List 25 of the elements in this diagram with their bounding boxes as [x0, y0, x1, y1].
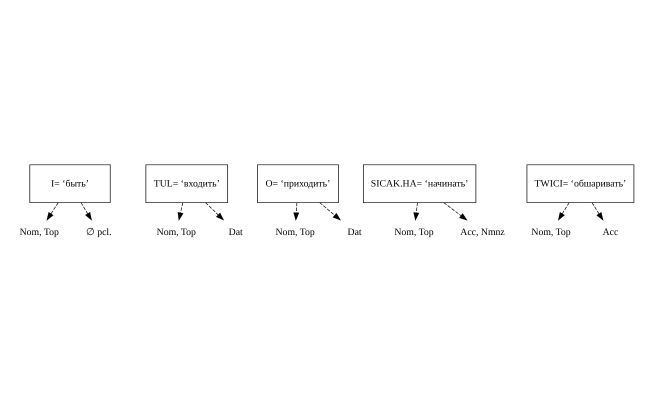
node-text: Nom, Top: [276, 227, 315, 238]
node-box: TWICI= ‘обшаривать’: [526, 164, 634, 203]
arrow: [293, 202, 300, 221]
arrow: [205, 202, 224, 221]
node-text: ∅ pcl.: [86, 227, 112, 238]
node-text: Nom, Top: [156, 227, 196, 238]
arrow: [592, 202, 604, 221]
node-text: Acc: [602, 227, 618, 238]
node-text: Dat: [348, 227, 362, 238]
node-box: O= ‘приходить’: [257, 164, 339, 203]
arrow: [319, 202, 341, 220]
arrow: [80, 202, 92, 221]
node-text: Nom, Top: [394, 227, 434, 238]
node-text: Nom, Top: [20, 227, 59, 238]
node-box: TUL= ‘входить’: [146, 164, 228, 203]
node-text: Acc, Nmnz: [460, 227, 505, 238]
arrow: [443, 202, 468, 221]
arrow: [46, 202, 59, 221]
arrow: [178, 202, 184, 221]
node-text: Nom, Top: [531, 227, 571, 238]
arrow: [413, 202, 420, 221]
node-box: I= ‘быть’: [29, 164, 111, 203]
node-box: SICAK.HA= ‘начинать’: [362, 164, 476, 203]
node-text: Dat: [228, 227, 243, 238]
arrow: [558, 202, 570, 221]
